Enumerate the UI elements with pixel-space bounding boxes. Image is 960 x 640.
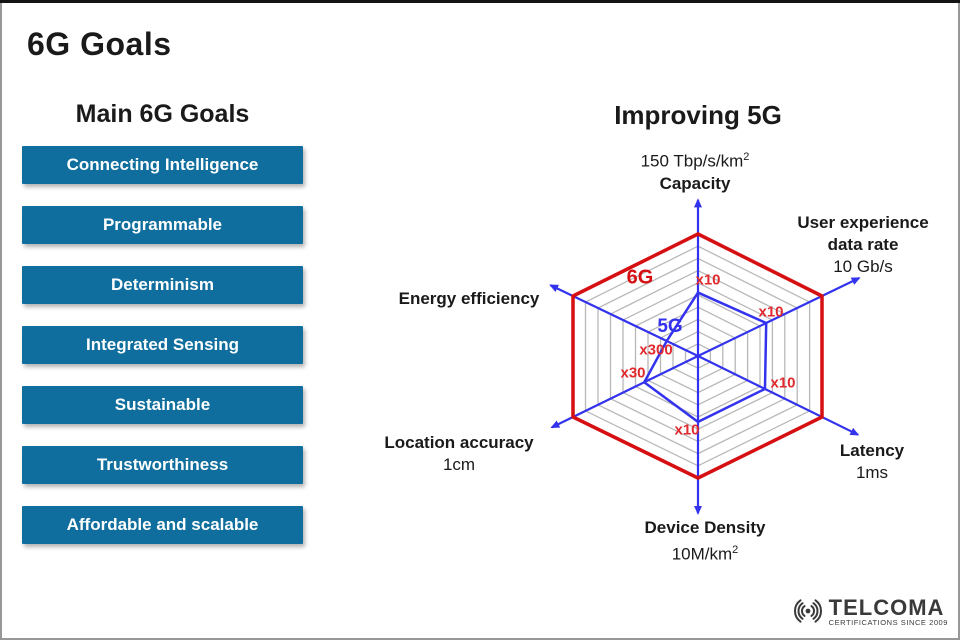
radar-axis <box>697 355 860 436</box>
left-panel-heading: Main 6G Goals <box>75 100 250 128</box>
goal-item: Affordable and scalable <box>22 506 303 544</box>
radar-axis <box>549 284 699 357</box>
goal-item: Integrated Sensing <box>22 326 303 364</box>
goal-item: Determinism <box>22 266 303 304</box>
goal-item: Sustainable <box>22 386 303 424</box>
goal-item: Programmable <box>22 206 303 244</box>
chart-title: Improving 5G <box>614 100 782 130</box>
axis-label-user-experience: User experience data rate 10 Gb/s <box>797 213 929 276</box>
axis-label-capacity: 150 Tbp/s/km2 Capacity <box>640 151 750 193</box>
telcoma-logo: TELCOMA CERTIFICATIONS SINCE 2009 <box>790 594 948 630</box>
improvement-label: x10 <box>758 303 784 321</box>
page-title: 6G Goals <box>27 26 172 62</box>
improvement-label: x300 <box>639 341 673 359</box>
radar-series-6g <box>571 232 824 480</box>
series-label-5g: 5G <box>657 316 683 337</box>
radar-axis <box>550 355 699 429</box>
radio-waves-icon <box>793 599 822 623</box>
goal-item: Connecting Intelligence <box>22 146 303 184</box>
series-label-6g: 6G <box>626 266 654 289</box>
logo-brand: TELCOMA <box>828 594 945 620</box>
axis-label-energy-efficiency: Energy efficiency <box>398 289 540 308</box>
goal-item: Trustworthiness <box>22 446 303 484</box>
improvement-label: x10 <box>770 374 796 392</box>
logo-tagline: CERTIFICATIONS SINCE 2009 <box>828 617 948 627</box>
axis-label-location-accuracy: Location accuracy 1cm <box>384 433 534 474</box>
axis-label-device-density: Device Density 10M/km2 <box>644 518 766 564</box>
improvement-label: x10 <box>695 271 721 289</box>
axis-label-latency: Latency 1ms <box>839 441 905 482</box>
radar-series-5g <box>642 290 768 424</box>
improvement-label: x10 <box>674 421 700 439</box>
goals-list: Connecting Intelligence Programmable Det… <box>22 146 303 566</box>
radar-axis <box>697 277 861 357</box>
improvement-label: x30 <box>620 364 646 382</box>
